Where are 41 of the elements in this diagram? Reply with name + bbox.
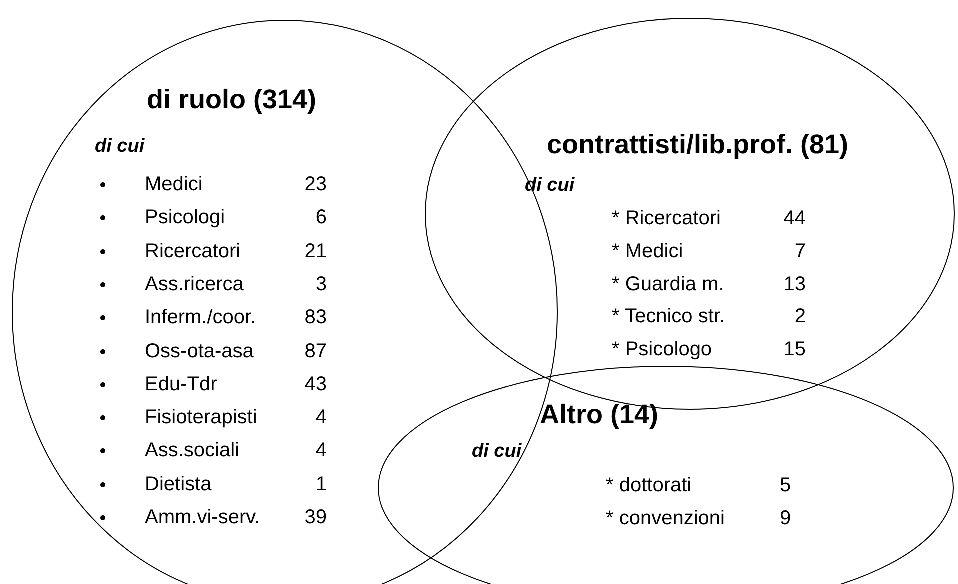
count-value: 13 bbox=[784, 273, 806, 296]
set-heading: contrattisti/lib.prof. (81) bbox=[547, 130, 849, 160]
set-heading: Altro (14) bbox=[540, 400, 659, 430]
count-value: 9 bbox=[780, 508, 792, 530]
category-name: Ricercatori bbox=[145, 240, 241, 264]
count-value: 21 bbox=[304, 240, 327, 264]
category-name: Amm.vi-serv. bbox=[145, 506, 260, 530]
count-value: 3 bbox=[316, 273, 327, 296]
subheading: di cui bbox=[95, 136, 145, 158]
count-value: 87 bbox=[304, 340, 327, 363]
count-value: 15 bbox=[784, 338, 806, 362]
count-value: 44 bbox=[784, 208, 806, 230]
set-heading: di ruolo (314) bbox=[147, 84, 317, 116]
count-value: 2 bbox=[794, 306, 806, 329]
count-value: 83 bbox=[304, 306, 327, 330]
category-name: * dottorati bbox=[606, 474, 692, 498]
category-name: * Guardia m. bbox=[612, 273, 724, 296]
count-value: 7 bbox=[794, 240, 806, 264]
category-name: Oss-ota-asa bbox=[145, 340, 254, 363]
category-name: Ass.sociali bbox=[145, 440, 240, 463]
category-name: Edu-Tdr bbox=[145, 373, 218, 396]
count-value: 4 bbox=[316, 406, 327, 430]
category-name: Inferm./coor. bbox=[145, 306, 256, 330]
count-value: 43 bbox=[304, 373, 327, 396]
category-name: Fisioterapisti bbox=[145, 406, 258, 430]
category-name: * convenzioni bbox=[606, 508, 725, 530]
count-value: 1 bbox=[316, 473, 327, 496]
category-name: * Tecnico str. bbox=[612, 306, 726, 329]
subheading: di cui bbox=[472, 441, 522, 463]
category-name: Medici bbox=[145, 174, 203, 196]
count-value: 39 bbox=[304, 506, 327, 530]
category-name: * Medici bbox=[612, 240, 684, 264]
count-value: 23 bbox=[304, 174, 327, 196]
category-name: * Psicologo bbox=[612, 338, 712, 362]
category-name: Dietista bbox=[145, 473, 212, 496]
category-name: Psicologi bbox=[145, 206, 226, 230]
count-value: 6 bbox=[316, 206, 327, 230]
count-value: 4 bbox=[316, 440, 327, 463]
category-name: * Ricercatori bbox=[612, 208, 721, 230]
category-name: Ass.ricerca bbox=[145, 273, 244, 296]
count-value: 5 bbox=[780, 474, 792, 498]
